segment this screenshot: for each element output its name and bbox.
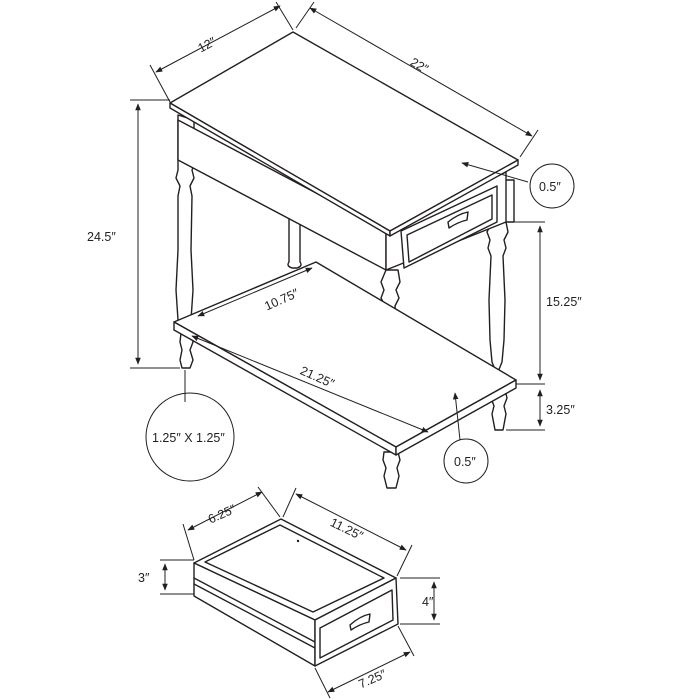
drawer-handle [349, 613, 371, 631]
drawer-inner-rim [204, 524, 385, 613]
label-height-total: 24.5″ [87, 230, 116, 244]
table-dimensions [130, 1, 575, 484]
label-width-top: 22″ [408, 55, 431, 77]
bottom-shelf [173, 261, 517, 456]
label-drawer-height-inner: 3″ [138, 571, 150, 585]
drawer-dimensions [160, 486, 440, 699]
label-shelf-thickness: 0.5″ [454, 455, 476, 469]
label-depth-top: 12″ [196, 34, 219, 55]
label-drawer-height-front: 4″ [422, 595, 434, 609]
label-leg-height-lower: 3.25″ [546, 403, 575, 417]
label-drawer-front-width: 7.25″ [356, 667, 388, 692]
drawer-front [314, 577, 399, 667]
table-illustration [169, 31, 519, 489]
label-drawer-depth: 6.25″ [206, 502, 238, 527]
table-drawer-handle [447, 211, 469, 229]
label-leg-size: 1.25″ X 1.25″ [152, 431, 225, 445]
label-leg-height-upper: 15.25″ [546, 295, 582, 309]
front-leg-left [175, 114, 195, 369]
drawer-illustration [193, 518, 399, 667]
table-drawer-front [400, 185, 498, 269]
label-top-thickness: 0.5″ [539, 180, 561, 194]
